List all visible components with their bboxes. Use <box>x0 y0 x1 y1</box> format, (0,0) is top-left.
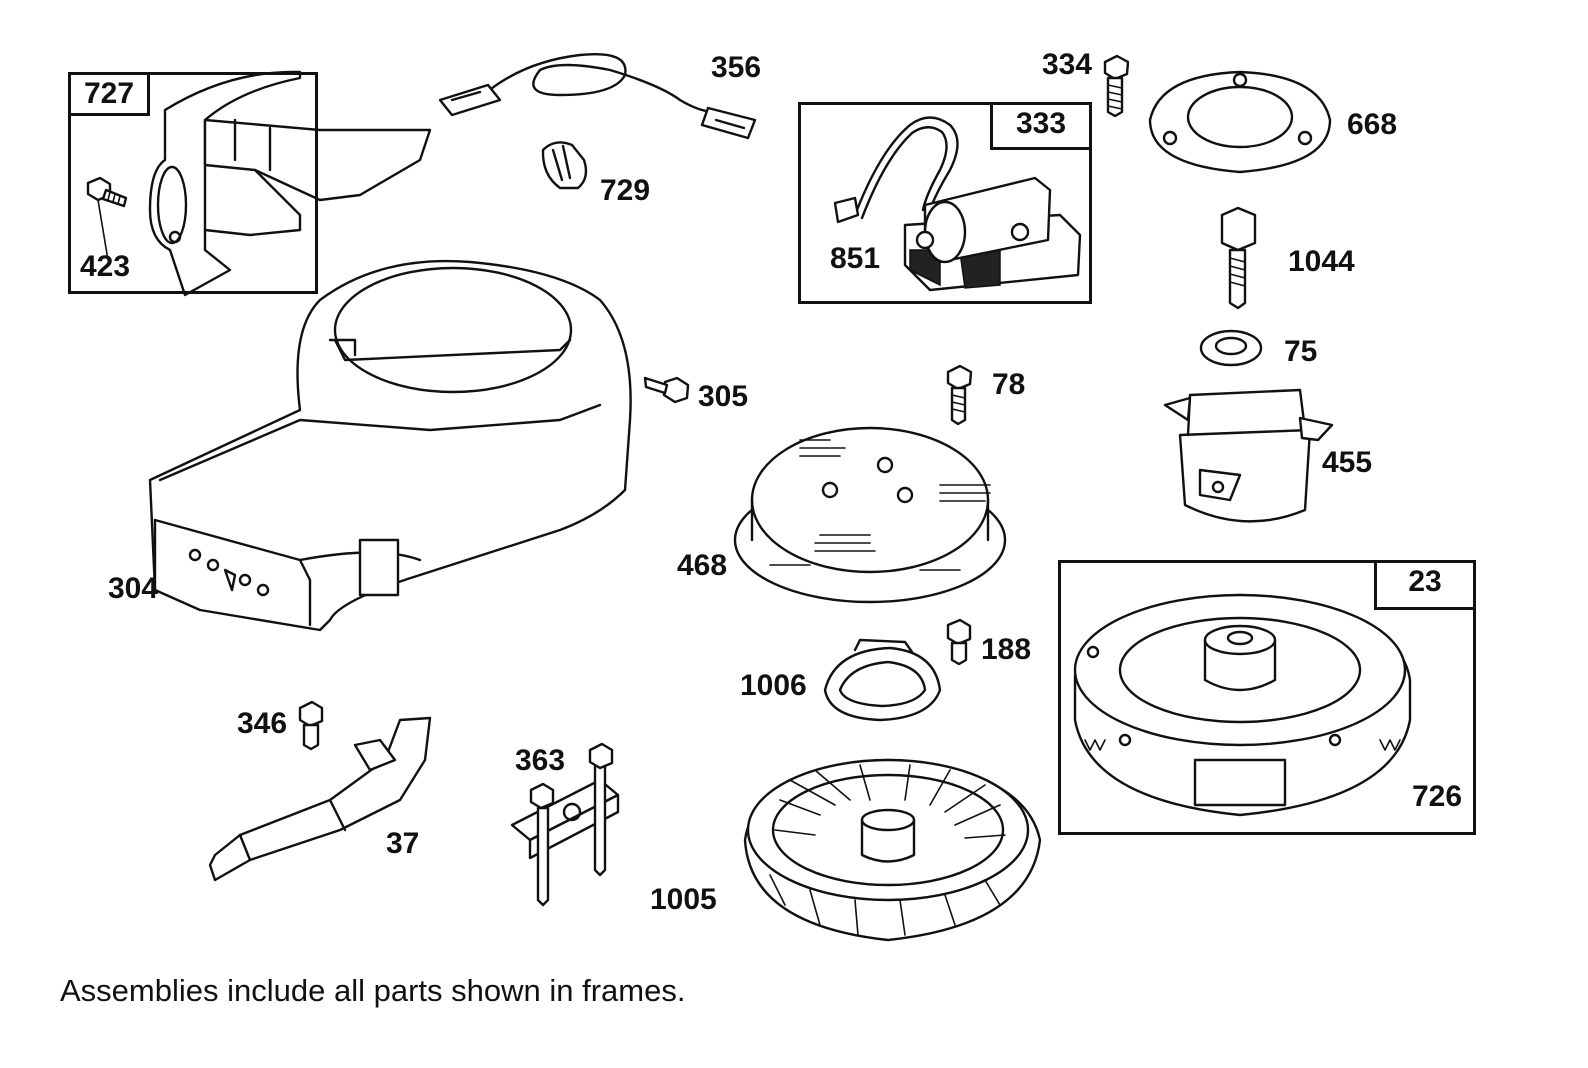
baffle-part-37 <box>208 716 432 882</box>
bracket-part-363 <box>510 742 620 907</box>
flywheel-part-23 <box>1073 593 1412 817</box>
part-label-356: 356 <box>711 51 762 84</box>
ignition-coil-part-333 <box>833 116 1082 292</box>
part-label-423: 423 <box>80 250 131 283</box>
part-label-1006: 1006 <box>740 669 807 702</box>
part-label-363: 363 <box>515 744 566 777</box>
cup-part-455 <box>1163 388 1334 523</box>
footnote: Assemblies include all parts shown in fr… <box>60 973 686 1008</box>
part-label-78: 78 <box>992 368 1026 401</box>
washer-part-75 <box>1199 329 1263 367</box>
screw-part-305 <box>643 376 690 404</box>
blower-housing-part-304 <box>148 259 632 632</box>
part-label-37: 37 <box>386 827 420 860</box>
assembly-frame-23 <box>1058 560 1476 835</box>
part-label-304: 304 <box>108 572 159 605</box>
screw-part-346 <box>298 700 324 751</box>
screw-part-334 <box>1103 54 1130 118</box>
part-label-1005: 1005 <box>650 883 717 916</box>
part-label-305: 305 <box>698 380 749 413</box>
part-label-468: 468 <box>677 549 728 582</box>
screw-part-78 <box>946 364 973 426</box>
screw-part-423 <box>86 176 128 261</box>
fitting-part-1044 <box>1220 206 1257 310</box>
part-label-668: 668 <box>1347 108 1398 141</box>
plate-part-668 <box>1148 70 1332 174</box>
grommet-part-729 <box>541 141 588 190</box>
part-label-455: 455 <box>1322 446 1373 479</box>
part-label-75: 75 <box>1284 335 1318 368</box>
part-label-334: 334 <box>1042 48 1093 81</box>
assembly-frame-333 <box>798 102 1092 304</box>
screen-part-468 <box>733 426 1007 604</box>
ring-part-1006 <box>823 638 942 722</box>
screw-part-188 <box>946 618 972 666</box>
part-label-851: 851 <box>830 242 881 275</box>
wire-part-356 <box>438 53 757 140</box>
part-label-726: 726 <box>1412 780 1463 813</box>
frame-label-727: 727 <box>68 72 150 116</box>
frame-label-333: 333 <box>990 102 1092 150</box>
frame-label-23: 23 <box>1374 560 1476 610</box>
part-label-729: 729 <box>600 174 651 207</box>
part-label-188: 188 <box>981 633 1032 666</box>
part-label-346: 346 <box>237 707 288 740</box>
fan-part-1005 <box>743 758 1042 942</box>
assembly-frame-727 <box>68 72 318 294</box>
part-label-1044: 1044 <box>1288 245 1355 278</box>
